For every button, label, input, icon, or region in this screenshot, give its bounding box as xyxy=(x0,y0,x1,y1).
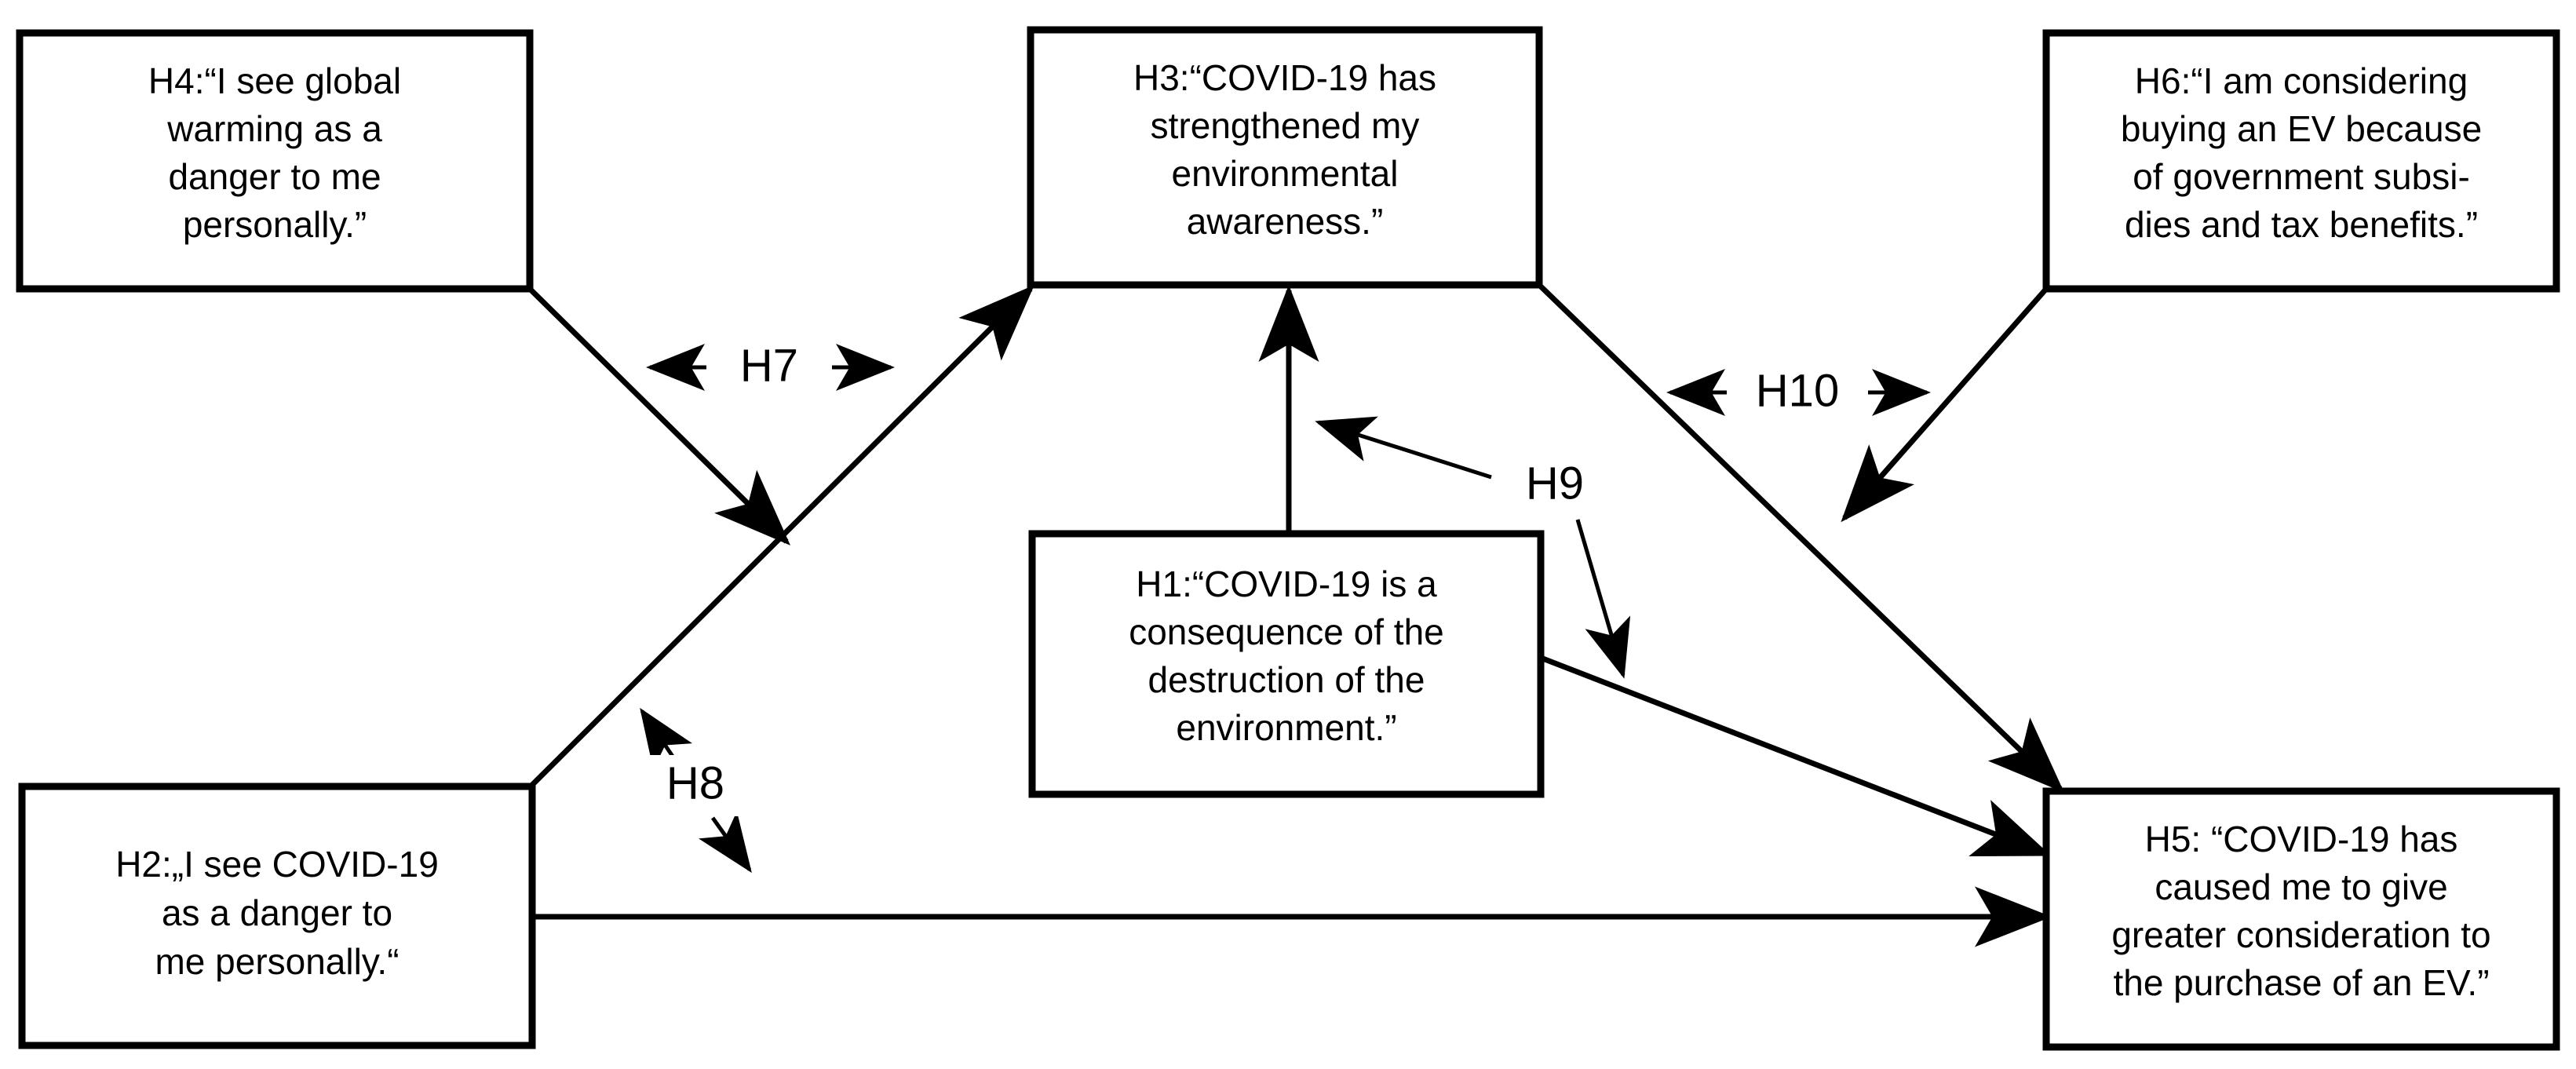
node-h5-line-1: caused me to give xyxy=(2155,867,2447,907)
node-h4-line-3: personally.” xyxy=(183,204,367,245)
edge-label-h8[interactable]: H8 xyxy=(645,755,746,816)
h9-down-right-arrow-icon xyxy=(1575,519,1631,679)
node-h1-line-0: H1:“COVID-19 is a xyxy=(1136,564,1437,604)
edge-label-h7-backdrop xyxy=(718,337,820,399)
node-h3-box[interactable] xyxy=(1027,26,1543,289)
node-h3[interactable]: H3:“COVID-19 has strengthened my environ… xyxy=(1027,26,1543,289)
edge-label-h10-text: H10 xyxy=(1756,365,1839,416)
node-h6[interactable]: H6:“I am considering buying an EV becaus… xyxy=(2042,29,2560,293)
edge-h4-to-vertex-line xyxy=(527,286,790,545)
node-h3-line-1: strengthened my xyxy=(1151,105,1420,146)
edge-h6-to-vertex-line xyxy=(1841,286,2049,523)
node-h6-line-1: buying an EV because xyxy=(2121,108,2482,149)
edge-label-h7-text: H7 xyxy=(740,340,798,391)
node-h5-line-0: H5: “COVID-19 has xyxy=(2145,819,2458,859)
node-h1-line-2: destruction of the xyxy=(1148,659,1425,700)
edge-h1-to-h5-line xyxy=(1539,655,2052,857)
edge-h3-to-h5-line xyxy=(1537,283,2065,793)
node-h2-box[interactable] xyxy=(18,783,536,1049)
node-h5-line-3: the purchase of an EV.” xyxy=(2113,962,2489,1003)
h8-up-left-arrow-icon xyxy=(640,707,693,770)
edge-label-h8-backdrop xyxy=(645,755,746,816)
node-h6-line-3: dies and tax benefits.” xyxy=(2125,204,2478,245)
edge-label-h7[interactable]: H7 xyxy=(718,337,820,399)
edge-label-h9-text: H9 xyxy=(1526,458,1584,509)
node-h6-line-2: of government subsi- xyxy=(2133,156,2470,197)
edge-label-h9-backdrop xyxy=(1505,455,1605,516)
node-h4-box[interactable] xyxy=(16,29,534,293)
edge-h4-h2-to-h3-path xyxy=(527,285,1034,789)
edge-label-h8-text: H8 xyxy=(666,757,724,808)
h8-down-right-arrow-icon xyxy=(698,811,752,874)
node-h5-line-2: greater consideration to xyxy=(2111,914,2490,955)
node-h4-line-1: warming as a xyxy=(166,108,382,149)
node-h2-line-2: me personally.“ xyxy=(155,941,399,982)
node-h1-line-3: environment.” xyxy=(1176,707,1396,748)
node-h1-box[interactable] xyxy=(1028,530,1545,798)
node-h3-line-3: awareness.” xyxy=(1187,201,1384,242)
edge-label-h9[interactable]: H9 xyxy=(1505,455,1605,516)
node-h2[interactable]: H2:„I see COVID-19 as a danger to me per… xyxy=(18,783,536,1049)
node-h4-line-2: danger to me xyxy=(168,156,381,197)
node-h2-line-0: H2:„I see COVID-19 xyxy=(115,844,439,885)
node-h6-line-0: H6:“I am considering xyxy=(2135,60,2468,101)
node-h2-line-1: as a danger to xyxy=(162,892,392,933)
node-h1[interactable]: H1:“COVID-19 is a consequence of the des… xyxy=(1028,530,1545,798)
node-h1-line-1: consequence of the xyxy=(1129,611,1444,652)
edge-h2-vertex-to-h3-line xyxy=(528,285,1034,789)
node-h4-line-0: H4:“I see global xyxy=(148,60,401,101)
h9-up-left-arrow-icon xyxy=(1315,416,1492,480)
node-h3-line-2: environmental xyxy=(1172,153,1399,194)
node-h5-box[interactable] xyxy=(2042,787,2560,1051)
node-h3-line-0: H3:“COVID-19 has xyxy=(1133,57,1436,98)
edge-label-h10[interactable]: H10 xyxy=(1733,363,1863,424)
edge-label-h10-backdrop xyxy=(1733,363,1863,424)
node-h4[interactable]: H4:“I see global warming as a danger to … xyxy=(16,29,534,293)
node-h5[interactable]: H5: “COVID-19 has caused me to give grea… xyxy=(2042,787,2560,1051)
node-h6-box[interactable] xyxy=(2042,29,2560,293)
